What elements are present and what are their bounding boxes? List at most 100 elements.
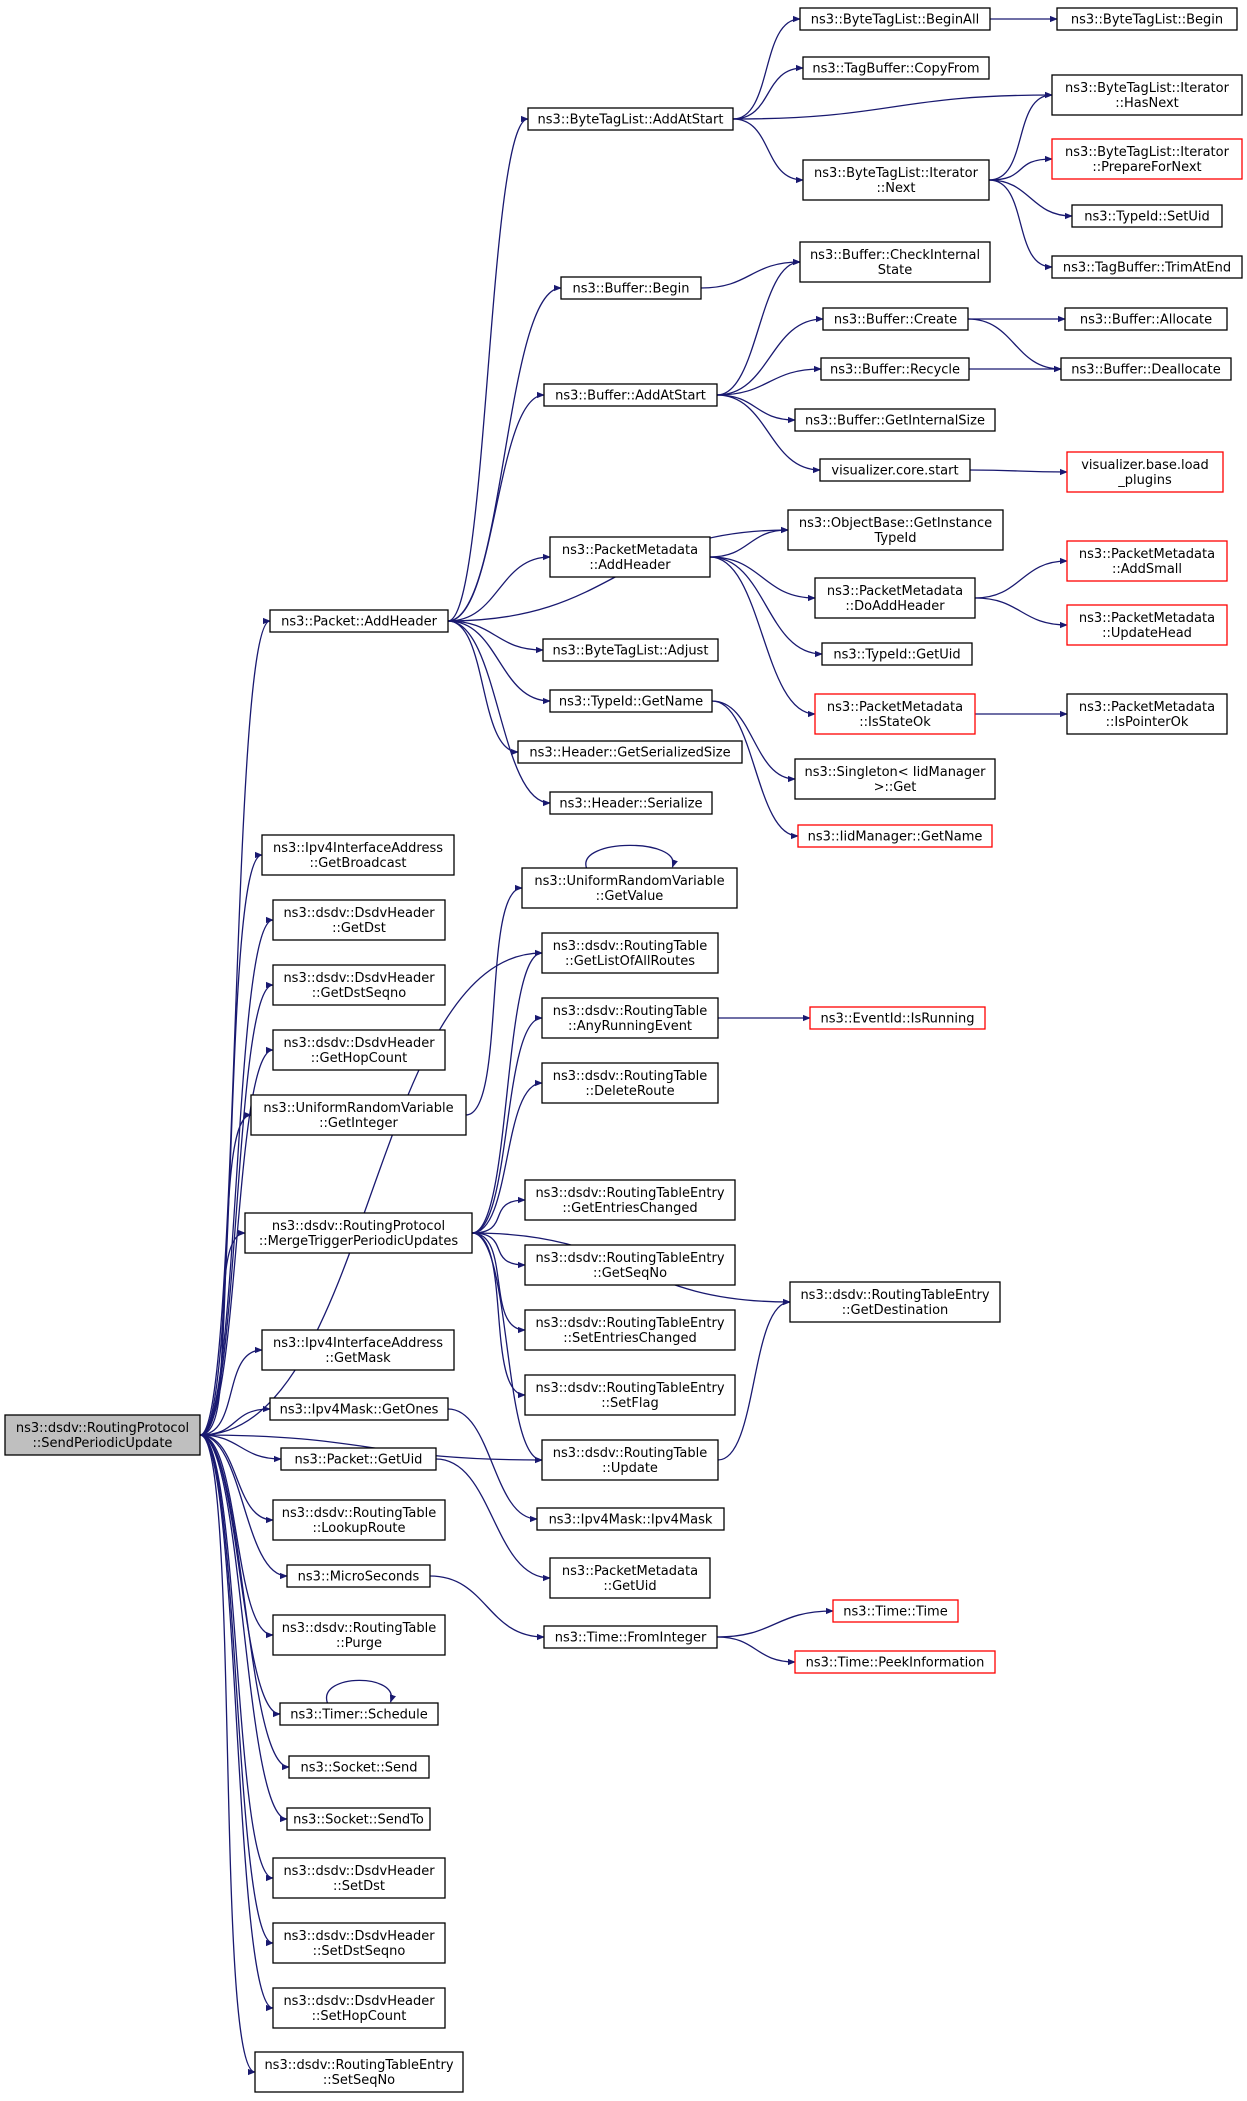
node-header-getsersize[interactable]: ns3::Header::GetSerializedSize [517,740,743,764]
node-rte-getentrieschanged[interactable]: ns3::dsdv::RoutingTableEntry::GetEntries… [524,1179,736,1221]
edge-addheader-to-typeid_getname [447,620,551,705]
edge-time_frominteger-to-time_time [716,1607,834,1638]
node-btl-it-hasnext[interactable]: ns3::ByteTagList::Iterator::HasNext [1051,74,1243,116]
node-singleton-get[interactable]: ns3::Singleton< IidManager>::Get [794,758,996,800]
node-pm-addsmall[interactable]: ns3::PacketMetadata::AddSmall [1066,540,1228,582]
node-viz-core-start[interactable]: visualizer.core.start [819,458,971,482]
node-box [272,1499,446,1541]
node-time-peekinfo[interactable]: ns3::Time::PeekInformation [794,1650,996,1674]
node-label: ::Next [876,181,915,196]
node-getinteger[interactable]: ns3::UniformRandomVariable::GetInteger [250,1094,467,1136]
node-rt-update[interactable]: ns3::dsdv::RoutingTable::Update [541,1439,719,1481]
node-box [543,1625,718,1649]
node-packet-getuid[interactable]: ns3::Packet::GetUid [280,1447,437,1471]
node-buffer-create[interactable]: ns3::Buffer::Create [822,307,969,331]
node-buffer-addatstart[interactable]: ns3::Buffer::AddAtStart [543,383,718,407]
node-box [272,1922,446,1964]
node-getdstseqno[interactable]: ns3::dsdv::DsdvHeader::GetDstSeqno [272,964,446,1006]
node-time-frominteger[interactable]: ns3::Time::FromInteger [543,1625,718,1649]
node-ipv4mask-ctor[interactable]: ns3::Ipv4Mask::Ipv4Mask [536,1507,725,1531]
node-label: ::MergeTriggerPeriodicUpdates [259,1234,459,1249]
node-lookuproute[interactable]: ns3::dsdv::RoutingTable::LookupRoute [272,1499,446,1541]
node-label: ::AddSmall [1112,562,1182,577]
node-typeid-getname[interactable]: ns3::TypeId::GetName [549,689,713,713]
node-gethopcount[interactable]: ns3::dsdv::DsdvHeader::GetHopCount [272,1029,446,1071]
node-merge[interactable]: ns3::dsdv::RoutingProtocol::MergeTrigger… [244,1212,473,1254]
node-label: ::GetBroadcast [309,856,406,871]
edge-pm_addheader-to-objbase_getinstance [709,526,789,558]
node-addheader[interactable]: ns3::Packet::AddHeader [269,609,449,633]
node-tagbuffer-trim[interactable]: ns3::TagBuffer::TrimAtEnd [1051,255,1243,279]
node-label: ::GetMask [325,1351,391,1366]
node-pm-getuid[interactable]: ns3::PacketMetadata::GetUid [549,1557,711,1599]
node-buffer-allocate[interactable]: ns3::Buffer::Allocate [1064,307,1228,331]
node-pm-addheader[interactable]: ns3::PacketMetadata::AddHeader [549,536,711,578]
node-box [286,1564,431,1588]
node-btl-beginall[interactable]: ns3::ByteTagList::BeginAll [799,7,991,31]
node-buffer-begin[interactable]: ns3::Buffer::Begin [560,276,702,300]
node-rt-anyrunningevent[interactable]: ns3::dsdv::RoutingTable::AnyRunningEvent [541,997,719,1039]
node-label: ns3::dsdv::DsdvHeader [283,1929,435,1944]
node-viz-load-plugins[interactable]: visualizer.base.load_plugins [1066,451,1224,493]
node-box [272,1029,446,1071]
node-schedule[interactable]: ns3::Timer::Schedule [279,1702,439,1726]
edge-root-to-setdst [199,1434,274,1882]
node-box [280,1447,437,1471]
node-label: visualizer.core.start [831,464,958,479]
node-buffer-getinternalsize[interactable]: ns3::Buffer::GetInternalSize [794,408,996,432]
node-pm-doaddheader[interactable]: ns3::PacketMetadata::DoAddHeader [814,577,976,619]
node-microseconds[interactable]: ns3::MicroSeconds [286,1564,431,1588]
node-pm-updatehead[interactable]: ns3::PacketMetadata::UpdateHead [1066,604,1228,646]
node-label: ns3::Packet::AddHeader [281,615,437,630]
node-purge[interactable]: ns3::dsdv::RoutingTable::Purge [272,1614,446,1656]
node-getdst[interactable]: ns3::dsdv::DsdvHeader::GetDst [272,899,446,941]
node-getbroadcast[interactable]: ns3::Ipv4InterfaceAddress::GetBroadcast [261,834,455,876]
node-label: ns3::dsdv::DsdvHeader [283,1864,435,1879]
node-rte-setflag[interactable]: ns3::dsdv::RoutingTableEntry::SetFlag [524,1374,736,1416]
edge-viz_core_start-to-viz_load_plugins [969,468,1068,476]
node-btl-begin[interactable]: ns3::ByteTagList::Begin [1056,7,1238,31]
node-setdstseqno[interactable]: ns3::dsdv::DsdvHeader::SetDstSeqno [272,1922,446,1964]
node-btl-adjust[interactable]: ns3::ByteTagList::Adjust [542,638,719,662]
node-label: State [878,263,912,278]
node-sethopcount[interactable]: ns3::dsdv::DsdvHeader::SetHopCount [272,1987,446,2029]
node-setseqno[interactable]: ns3::dsdv::RoutingTableEntry::SetSeqNo [254,2051,464,2093]
node-urv-getvalue[interactable]: ns3::UniformRandomVariable::GetValue [521,867,738,909]
node-rte-getdestination[interactable]: ns3::dsdv::RoutingTableEntry::GetDestina… [789,1281,1001,1323]
node-getmask[interactable]: ns3::Ipv4InterfaceAddress::GetMask [261,1329,455,1371]
node-label: ns3::dsdv::RoutingTableEntry [535,1381,724,1396]
node-getones[interactable]: ns3::Ipv4Mask::GetOnes [269,1397,449,1421]
node-iidmanager-getname[interactable]: ns3::IidManager::GetName [797,824,993,848]
node-rte-getseqno[interactable]: ns3::dsdv::RoutingTableEntry::GetSeqNo [524,1244,736,1286]
node-send[interactable]: ns3::Socket::Send [288,1755,430,1779]
node-btl-addatstart[interactable]: ns3::ByteTagList::AddAtStart [527,107,734,131]
edge-addheader-to-header_getsersize [447,620,519,756]
node-buffer-deallocate[interactable]: ns3::Buffer::Deallocate [1060,357,1232,381]
node-rte-setentrieschanged[interactable]: ns3::dsdv::RoutingTableEntry::SetEntries… [524,1309,736,1351]
node-pm-isstateok[interactable]: ns3::PacketMetadata::IsStateOk [814,693,976,735]
node-setdst[interactable]: ns3::dsdv::DsdvHeader::SetDst [272,1857,446,1899]
node-box [549,689,713,713]
node-label: ns3::TagBuffer::TrimAtEnd [1063,261,1231,276]
node-label: ns3::EventId::IsRunning [820,1012,974,1027]
node-sendto[interactable]: ns3::Socket::SendTo [286,1807,431,1831]
node-rt-deleteroute[interactable]: ns3::dsdv::RoutingTable::DeleteRoute [541,1062,719,1104]
node-typeid-setuid[interactable]: ns3::TypeId::SetUid [1071,204,1223,228]
node-root[interactable]: ns3::dsdv::RoutingProtocol::SendPeriodic… [4,1414,201,1456]
node-eventid-isrunning[interactable]: ns3::EventId::IsRunning [809,1006,986,1030]
node-pm-ispointerok[interactable]: ns3::PacketMetadata::IsPointerOk [1066,693,1228,735]
node-btl-it-prepare[interactable]: ns3::ByteTagList::Iterator::PrepareForNe… [1051,138,1243,180]
node-buffer-recycle[interactable]: ns3::Buffer::Recycle [820,357,970,381]
node-time-time[interactable]: ns3::Time::Time [832,1599,959,1623]
node-typeid-getuid[interactable]: ns3::TypeId::GetUid [821,642,973,666]
node-label: ns3::dsdv::RoutingTableEntry [800,1288,989,1303]
node-tagbuffer-copyfrom[interactable]: ns3::TagBuffer::CopyFrom [802,56,990,80]
node-label: ns3::UniformRandomVariable [263,1101,453,1116]
node-rt-getlistofallroutes[interactable]: ns3::dsdv::RoutingTable::GetListOfAllRou… [541,932,719,974]
node-btl-it-next[interactable]: ns3::ByteTagList::Iterator::Next [802,159,990,201]
node-header-serialize[interactable]: ns3::Header::Serialize [549,791,713,815]
edge-rt_update-to-rte_getdestination [717,1298,791,1461]
